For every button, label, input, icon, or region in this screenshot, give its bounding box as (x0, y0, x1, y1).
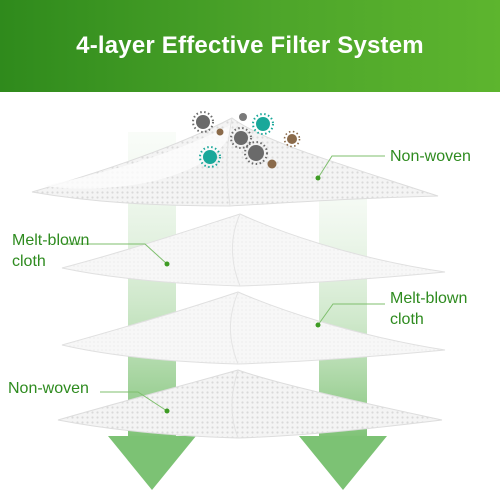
callout-non-woven-bottom (100, 391, 170, 414)
particle-icon (230, 127, 252, 149)
particle-icon (283, 130, 301, 148)
label-line: Melt-blown (12, 232, 90, 249)
layer-2-melt-blown (61, 213, 446, 287)
particle-icon (252, 113, 274, 135)
page-title: 4-layer Effective Filter System (76, 32, 424, 59)
layer-4-non-woven (57, 369, 443, 439)
label-line: Melt-blown (390, 290, 468, 307)
particle-icon (239, 113, 247, 121)
particle-icon (199, 146, 221, 168)
layer-3-melt-blown (61, 291, 446, 365)
callout-melt-blown-left (62, 243, 170, 267)
layer-1-non-woven (31, 117, 439, 207)
particle-icon (267, 159, 277, 169)
particle-icon (216, 128, 224, 136)
label-melt-blown-left: Melt-blown cloth (12, 230, 89, 272)
label-non-woven-bottom: Non-woven (8, 380, 89, 397)
filter-diagram (31, 111, 446, 490)
label-non-woven-top: Non-woven (390, 148, 471, 165)
label-line: cloth (390, 311, 424, 328)
callout-melt-blown-right (315, 303, 385, 328)
particle-icon (192, 111, 214, 133)
particles (192, 111, 301, 169)
title-banner: 4-layer Effective Filter System (0, 0, 500, 92)
label-melt-blown-right: Melt-blown cloth (390, 288, 467, 330)
label-line: cloth (12, 253, 46, 270)
particle-icon (244, 141, 268, 165)
callout-non-woven-top (315, 155, 385, 181)
